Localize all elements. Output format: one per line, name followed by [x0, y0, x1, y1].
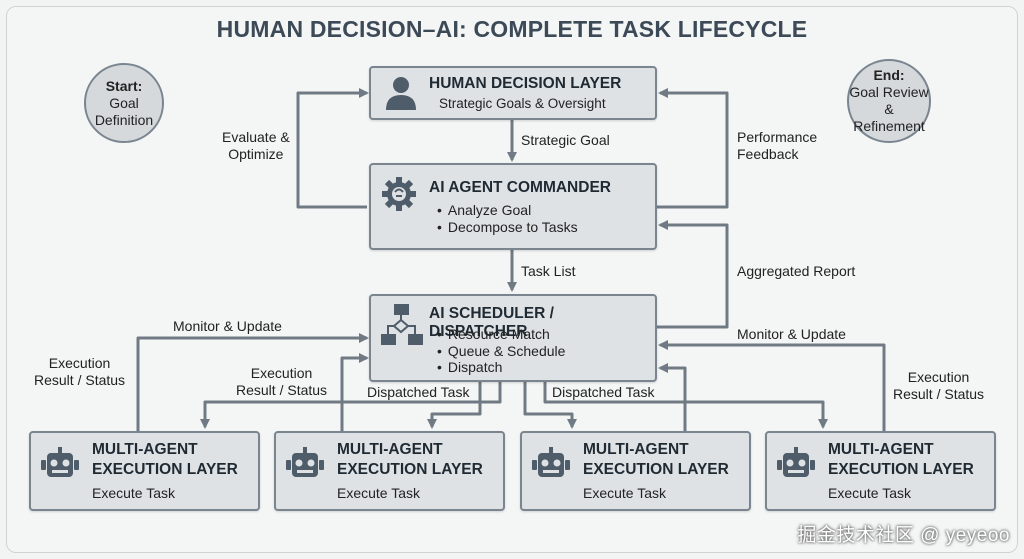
scheduler-item: Dispatch	[437, 359, 565, 376]
arrow-monitor-right	[658, 340, 886, 431]
execution-layer-title: MULTI-AGENT EXECUTION LAYER	[828, 440, 974, 480]
label-monitor-update-right: Monitor & Update	[737, 326, 846, 342]
gear-brain-icon	[382, 177, 416, 211]
arrow-performance-feedback	[657, 88, 729, 209]
commander-item: Analyze Goal	[437, 202, 578, 219]
label-monitor-update-left: Monitor & Update	[173, 318, 282, 334]
execution-title-line1: MULTI-AGENT	[92, 441, 198, 458]
label-dispatched-task-2: Dispatched Task	[552, 384, 655, 400]
commander-item: Decompose to Tasks	[437, 219, 578, 236]
execution-task-label: Execute Task	[337, 485, 421, 501]
flowchart-icon	[381, 304, 423, 345]
robot-icon	[777, 447, 815, 477]
commander-list: Analyze Goal Decompose to Tasks	[437, 202, 578, 235]
label-evaluate-optimize: Evaluate & Optimize	[222, 129, 290, 162]
label-execution-result-4: Execution Result / Status	[893, 369, 985, 402]
start-circle: Start: Goal Definition	[84, 63, 164, 143]
arrow-monitor-left	[136, 333, 369, 431]
arrow-dispatch-2	[427, 382, 482, 429]
human-layer-subtitle: Strategic Goals & Oversight	[439, 96, 606, 111]
execution-layer-title: MULTI-AGENT EXECUTION LAYER	[337, 440, 483, 480]
arrow-dispatch-1	[200, 382, 502, 429]
scheduler-list: Resource Match Queue & Schedule Dispatch	[437, 326, 566, 376]
start-label: Start:	[105, 77, 143, 94]
watermark: 掘金技术社区 @ yeyeoo	[797, 525, 1010, 546]
execution-title-line1: MULTI-AGENT	[583, 441, 689, 458]
commander-title: AI AGENT COMMANDER	[429, 179, 611, 196]
execution-title-line1: MULTI-AGENT	[828, 441, 934, 458]
execution-layer-box-1: MULTI-AGENT EXECUTION LAYER Execute Task	[29, 431, 260, 511]
start-text: Goal Definition	[94, 94, 154, 128]
execution-title-line2: EXECUTION LAYER	[828, 461, 974, 478]
arrow-evaluate-optimize	[296, 88, 369, 209]
ai-scheduler-dispatcher-box: AI SCHEDULER / DISPATCHER Resource Match…	[369, 294, 657, 382]
execution-layer-box-3: MULTI-AGENT EXECUTION LAYER Execute Task	[520, 431, 751, 511]
label-execution-result-1: Execution Result / Status	[34, 355, 126, 388]
label-task-list: Task List	[521, 263, 576, 279]
label-strategic-goal: Strategic Goal	[521, 132, 610, 148]
human-layer-title: HUMAN DECISION LAYER	[429, 75, 622, 92]
robot-icon	[41, 447, 79, 477]
scheduler-item: Queue & Schedule	[437, 343, 566, 360]
end-label: End:	[873, 67, 905, 83]
diagram-title: HUMAN DECISION–AI: COMPLETE TASK LIFECYC…	[216, 16, 808, 42]
end-circle: End: Goal Review & Refinement	[847, 59, 931, 143]
execution-layer-box-4: MULTI-AGENT EXECUTION LAYER Execute Task	[765, 431, 996, 511]
label-dispatched-task-1: Dispatched Task	[367, 384, 470, 400]
execution-layer-box-2: MULTI-AGENT EXECUTION LAYER Execute Task	[274, 431, 505, 511]
execution-title-line2: EXECUTION LAYER	[583, 461, 729, 478]
execution-title-line2: EXECUTION LAYER	[337, 461, 483, 478]
execution-title-line1: MULTI-AGENT	[337, 441, 443, 458]
person-icon	[386, 77, 416, 110]
robot-icon	[286, 447, 324, 477]
arrow-result-3	[658, 363, 687, 431]
human-decision-layer-box: HUMAN DECISION LAYER Strategic Goals & O…	[369, 66, 657, 120]
end-text: Goal Review & Refinement	[849, 84, 929, 134]
execution-task-label: Execute Task	[583, 485, 667, 501]
arrow-dispatch-3	[523, 382, 577, 429]
label-aggregated-report: Aggregated Report	[737, 263, 856, 279]
execution-title-line2: EXECUTION LAYER	[92, 461, 238, 478]
arrow-dispatch-4	[543, 382, 828, 429]
scheduler-item: Resource Match	[437, 326, 565, 343]
execution-task-label: Execute Task	[828, 485, 912, 501]
label-execution-result-2: Execution Result / Status	[236, 365, 328, 398]
execution-task-label: Execute Task	[92, 485, 176, 501]
execution-layer-title: MULTI-AGENT EXECUTION LAYER	[92, 440, 238, 480]
ai-agent-commander-box: AI AGENT COMMANDER Analyze Goal Decompos…	[369, 163, 657, 250]
arrow-result-2	[340, 353, 369, 431]
execution-layer-title: MULTI-AGENT EXECUTION LAYER	[583, 440, 729, 480]
arrow-aggregated-report	[657, 220, 729, 329]
label-performance-feedback: Performance Feedback	[737, 129, 818, 162]
robot-icon	[532, 447, 570, 477]
